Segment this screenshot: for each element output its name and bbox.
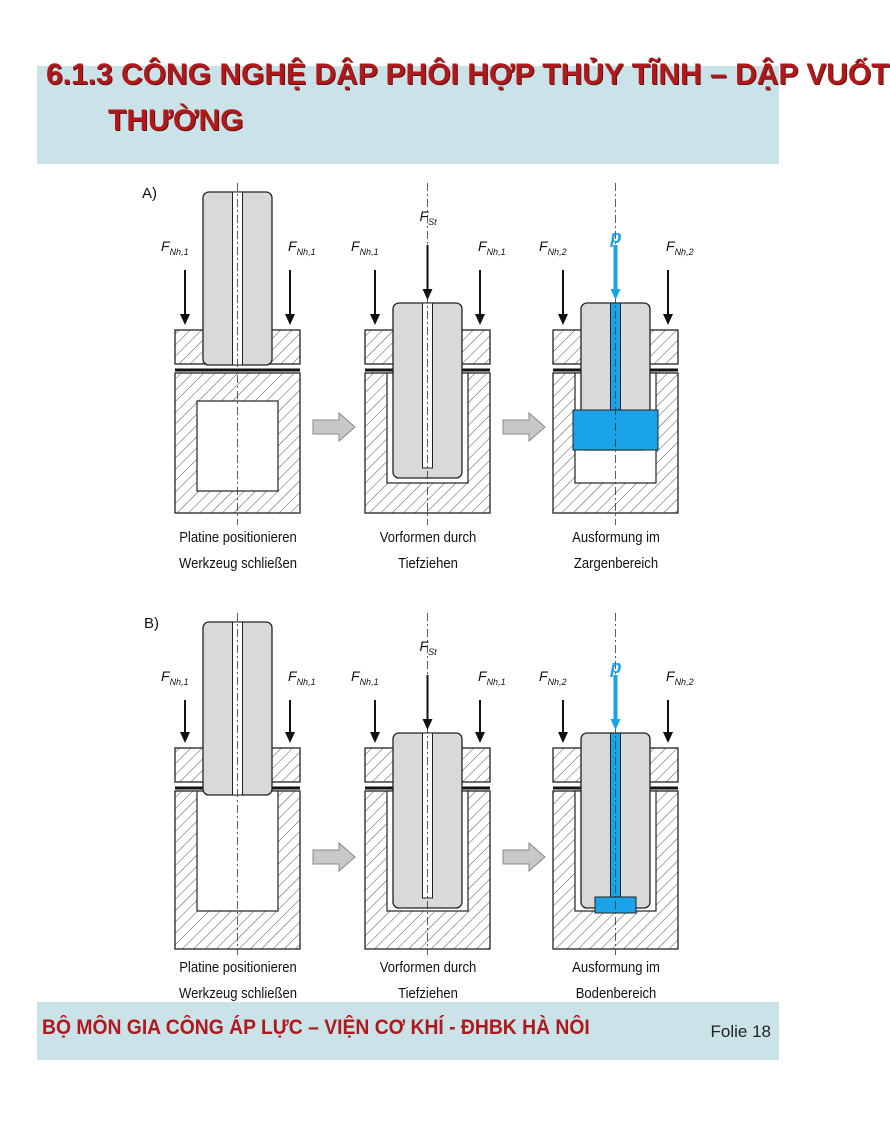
caption-line: Zargenbereich (573, 556, 658, 572)
pressure-arrow-head (610, 289, 621, 300)
process-step (364, 613, 491, 955)
pressure-arrow-head (610, 719, 621, 730)
caption-line: Werkzeug schließen (178, 556, 297, 572)
holder-force-label: FNh,1 (161, 668, 189, 687)
title-band: 6.1.3 CÔNG NGHỆ DẬP PHÔI HỢP THỦY TĨNH –… (37, 58, 890, 164)
holder-force-label: FNh,2 (666, 668, 694, 687)
row-label: A) (142, 185, 157, 202)
caption-line: Ausformung im (571, 530, 660, 546)
holder-force-arrow-left-head (180, 732, 190, 743)
process-step (364, 183, 491, 525)
slide-title: 6.1.3 CÔNG NGHỆ DẬP PHÔI HỢP THỦY TĨNH –… (46, 52, 890, 144)
holder-force-arrow-right-head (475, 732, 485, 743)
transition-arrow (312, 411, 356, 443)
transition-arrow (502, 411, 546, 443)
title-line-2: THƯỜNG (108, 104, 244, 137)
pressure-label: p (610, 657, 622, 677)
holder-force-arrow-left-head (370, 314, 380, 325)
holder-force-label: FNh,1 (478, 668, 506, 687)
caption-line: Vorformen durch (379, 530, 476, 546)
holder-force-arrow-right-head (663, 314, 673, 325)
punch-force-label: FSt (419, 208, 437, 227)
punch-force-arrow-head (422, 289, 433, 300)
process-step (552, 183, 679, 525)
holder-force-arrow-right-head (475, 314, 485, 325)
transition-arrow (502, 841, 546, 873)
punch-force-arrow-head (422, 719, 433, 730)
holder-force-label: FNh,1 (288, 668, 316, 687)
holder-force-arrow-left-head (370, 732, 380, 743)
row-label: B) (144, 615, 159, 632)
step-caption: Ausformung im Bodenbereich (539, 955, 692, 1007)
title-line-1: 6.1.3 CÔNG NGHỆ DẬP PHÔI HỢP THỦY TĨNH –… (46, 58, 890, 91)
diagram-svg (174, 183, 679, 955)
footer-band: BỘ MÔN GIA CÔNG ÁP LỰC – VIỆN CƠ KHÍ - Đ… (37, 1002, 779, 1060)
holder-force-label: FNh,1 (351, 668, 379, 687)
caption-line: Bodenbereich (575, 986, 656, 1002)
holder-force-label: FNh,2 (666, 238, 694, 257)
caption-line: Ausformung im (571, 960, 660, 976)
caption-line: Tiefziehen (397, 986, 458, 1002)
process-step (174, 613, 301, 955)
holder-force-arrow-left-head (180, 314, 190, 325)
caption-line: Werkzeug schließen (178, 986, 297, 1002)
caption-line: Platine positionieren (178, 960, 297, 976)
holder-force-label: FNh,1 (351, 238, 379, 257)
holder-force-label: FNh,2 (539, 238, 567, 257)
process-step (552, 613, 679, 955)
holder-force-label: FNh,1 (288, 238, 316, 257)
holder-force-arrow-right-head (285, 314, 295, 325)
footer-text: BỘ MÔN GIA CÔNG ÁP LỰC – VIỆN CƠ KHÍ - Đ… (42, 1016, 590, 1039)
holder-force-arrow-left-head (558, 314, 568, 325)
holder-force-arrow-right-head (663, 732, 673, 743)
holder-force-arrow-left-head (558, 732, 568, 743)
punch-force-label: FSt (419, 638, 437, 657)
transition-arrow (312, 841, 356, 873)
holder-force-label: FNh,2 (539, 668, 567, 687)
process-step (174, 183, 301, 525)
holder-force-arrow-right-head (285, 732, 295, 743)
caption-line: Tiefziehen (397, 556, 458, 572)
holder-force-label: FNh,1 (161, 238, 189, 257)
caption-line: Vorformen durch (379, 960, 476, 976)
step-caption: Ausformung im Zargenbereich (539, 525, 692, 577)
holder-force-label: FNh,1 (478, 238, 506, 257)
caption-line: Platine positionieren (178, 530, 297, 546)
slide-number: Folie 18 (710, 1022, 771, 1041)
pressure-label: p (610, 227, 622, 247)
